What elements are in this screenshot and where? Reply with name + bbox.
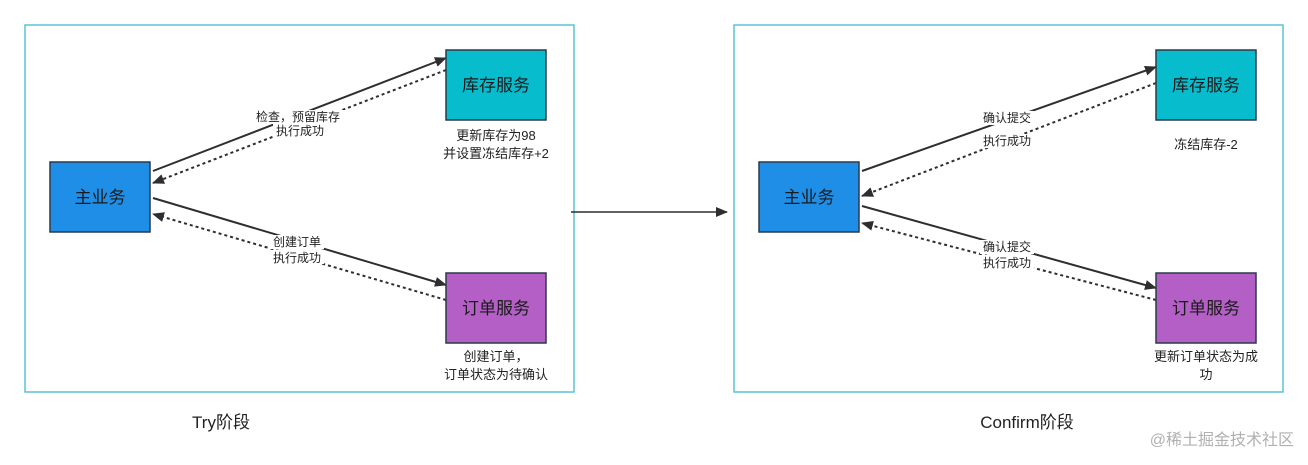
try-inventory-service-box [445,49,547,121]
try-inventory-service-label: 库存服务 [462,76,530,95]
confirm-inventory-service-box [1155,49,1257,121]
try-order-service-box [445,272,547,344]
confirm-order-note-line-1: 更新订单状态为成 [1154,349,1258,364]
confirm-phase-frame [733,24,1284,393]
confirm-phase-panel: 确认提交 执行成功 确认提交 执行成功 主业务 库存服务 订单服务 冻结库存-2… [733,24,1284,432]
confirm-edge-label-request-order: 确认提交 [983,239,1031,254]
try-order-service-label: 订单服务 [462,299,530,318]
try-edge-label-request-order: 创建订单 [273,235,321,249]
confirm-order-service-label: 订单服务 [1172,299,1240,318]
try-edge-label-request-inventory: 检查，预留库存 [256,109,340,124]
watermark: @稀土掘金技术社区 [1150,431,1294,449]
try-main-business-box [49,161,151,233]
try-order-note-line-1: 创建订单， [463,349,528,364]
confirm-order-service-box [1155,272,1257,344]
confirm-phase-caption: Confirm阶段 [980,413,1074,432]
try-phase-frame [24,24,575,393]
try-inventory-note-line-2: 并设置冻结库存+2 [443,146,549,161]
try-edge-label-response-inventory: 执行成功 [276,124,324,138]
confirm-edge-label-response-inventory: 执行成功 [983,134,1031,148]
confirm-inventory-service-label: 库存服务 [1172,76,1240,95]
try-inventory-note-line-1: 更新库存为98 [456,128,535,143]
try-edge-label-response-order: 执行成功 [273,251,321,265]
try-phase-panel: 检查，预留库存 执行成功 创建订单 执行成功 主业务 库存服务 订单服务 更新库… [24,24,575,432]
confirm-edge-label-request-inventory: 确认提交 [983,110,1031,125]
confirm-main-business-label: 主业务 [784,188,835,207]
try-order-note-line-2: 订单状态为待确认 [444,367,548,382]
try-main-business-label: 主业务 [75,188,126,207]
try-phase-caption: Try阶段 [192,413,250,432]
confirm-edge-label-response-order: 执行成功 [983,256,1031,270]
confirm-order-note-line-2: 功 [1199,367,1212,382]
confirm-main-business-box [758,161,860,233]
confirm-inventory-note-line-1: 冻结库存-2 [1174,137,1238,152]
